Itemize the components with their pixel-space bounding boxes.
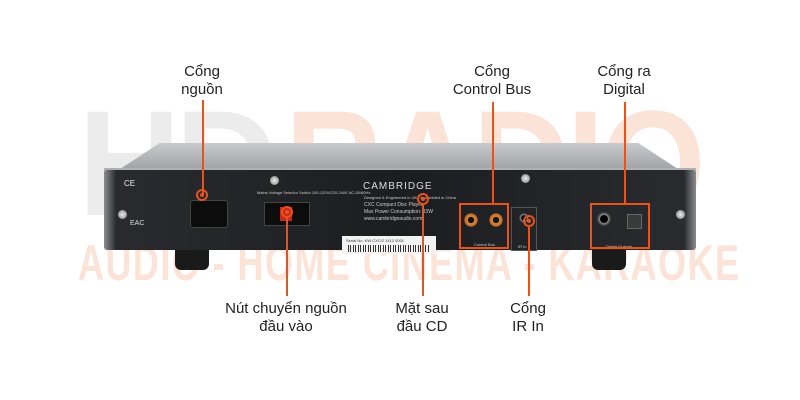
power-consumption-text: Max Power Consumption: 33W bbox=[364, 209, 433, 215]
power-port-leader bbox=[202, 100, 204, 195]
rear-panel-marker bbox=[417, 193, 429, 205]
barcode bbox=[348, 245, 430, 252]
screw-icon bbox=[118, 210, 127, 219]
label-line: Nút chuyển nguồn bbox=[225, 300, 347, 317]
label-line: Cổng bbox=[510, 300, 546, 317]
control-bus-label: Cổng Control Bus bbox=[442, 63, 542, 99]
left-foot bbox=[175, 250, 209, 270]
eac-mark: EAC bbox=[130, 220, 145, 227]
origin-text: Designed & Engineered in UK / Assembled … bbox=[364, 195, 456, 200]
model-text: CXC Compact Disc Player bbox=[364, 202, 423, 208]
control-bus-in-jack bbox=[463, 212, 479, 228]
label-line: IR In bbox=[512, 318, 544, 335]
label-line: đầu vào bbox=[259, 318, 313, 335]
website-text: www.cambridgeaudio.com bbox=[364, 216, 423, 222]
rear-panel-leader bbox=[422, 205, 424, 296]
label-line: Cổng ra bbox=[597, 63, 651, 80]
label-line: Cổng bbox=[184, 63, 220, 80]
ir-in-marker bbox=[523, 215, 535, 227]
ir-panel-frame bbox=[511, 207, 537, 251]
power-port-label: Cổng nguồn bbox=[162, 63, 242, 99]
label-line: nguồn bbox=[181, 81, 223, 98]
label-line: Digital bbox=[603, 81, 645, 98]
power-inlet bbox=[190, 200, 228, 228]
brand-logo: CAMBRIDGE bbox=[363, 181, 433, 192]
control-bus-highlight bbox=[459, 203, 509, 249]
ir-in-label-callout: Cổng IR In bbox=[498, 300, 558, 336]
optical-output-port bbox=[627, 214, 642, 229]
voltage-switch-leader bbox=[286, 218, 288, 296]
control-bus-out-jack bbox=[488, 212, 504, 228]
ir-in-label: IR In bbox=[518, 244, 527, 249]
label-line: Mặt sau bbox=[395, 300, 449, 317]
screw-icon bbox=[521, 174, 530, 183]
screw-icon bbox=[270, 176, 279, 185]
voltage-switch-label-callout: Nút chuyển nguồn đầu vào bbox=[216, 300, 356, 336]
label-line: Cổng bbox=[474, 63, 510, 80]
digital-out-label: Cổng ra Digital bbox=[584, 63, 664, 99]
rear-panel-label-callout: Mặt sau đầu CD bbox=[382, 300, 462, 336]
voltage-switch-marker bbox=[281, 206, 293, 218]
serial-label: Serial No. KW CXC/2 1412 0001 bbox=[342, 236, 436, 254]
digital-out-leader bbox=[624, 102, 626, 203]
ir-in-leader bbox=[528, 227, 530, 296]
digital-output-highlight bbox=[590, 203, 650, 249]
right-foot bbox=[592, 250, 626, 270]
control-bus-leader bbox=[492, 102, 494, 203]
serial-number: Serial No. KW CXC/2 1412 0001 bbox=[346, 238, 405, 243]
screw-icon bbox=[676, 210, 685, 219]
label-line: đầu CD bbox=[396, 318, 448, 335]
digital-outputs-title: Digital Outputs bbox=[606, 244, 633, 249]
ce-mark: CE bbox=[124, 179, 136, 188]
voltage-switch-label: Mains Voltage Selector Switch 100-120V/2… bbox=[257, 190, 371, 195]
control-bus-title: Control Bus bbox=[474, 242, 495, 247]
coaxial-output-jack bbox=[597, 212, 611, 226]
power-port-marker bbox=[196, 189, 208, 201]
label-line: Control Bus bbox=[452, 81, 532, 98]
